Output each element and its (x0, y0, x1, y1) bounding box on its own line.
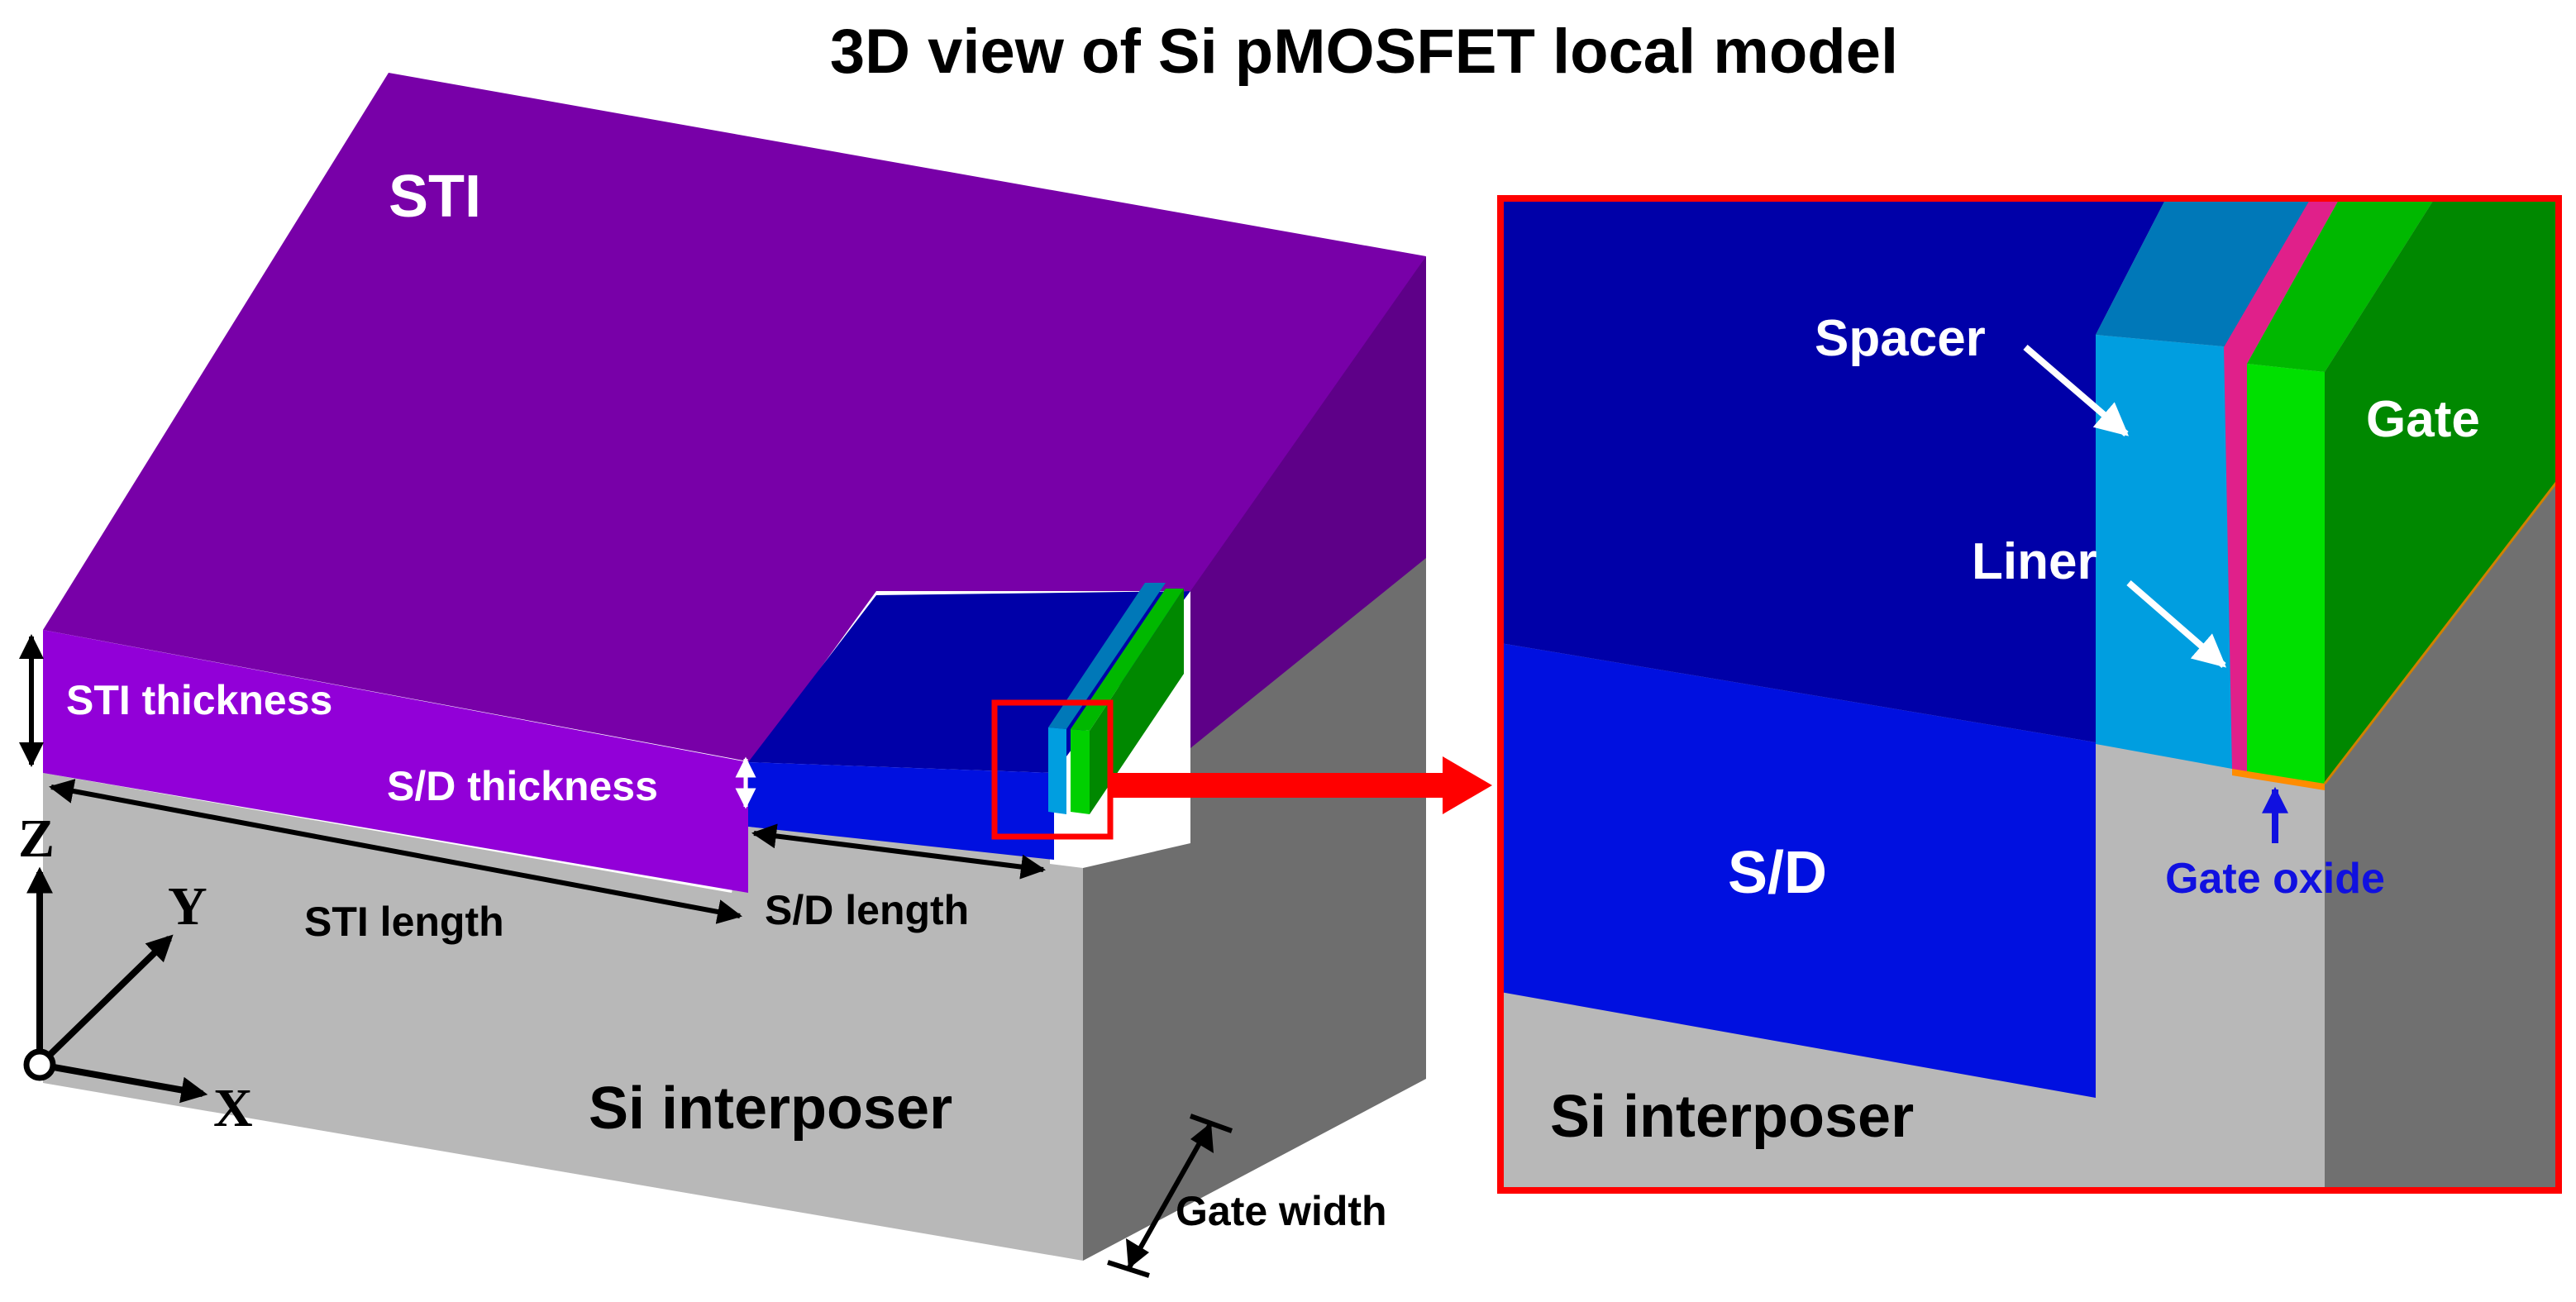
sti-thickness-label: STI thickness (66, 677, 332, 723)
zoom-inset (1500, 198, 2559, 1190)
main-3d-model (43, 73, 1492, 1261)
inset-frame (1497, 195, 2562, 1194)
inset-gate-front-face (2247, 364, 2325, 784)
x-axis (39, 1061, 208, 1104)
sd-length-dimension (751, 823, 1046, 880)
inset-gate-top-face (2247, 198, 2435, 372)
gate-top-strip (1071, 589, 1184, 731)
inset-sd-top-face (1500, 198, 2166, 742)
inset-gate-side-face (2325, 198, 2559, 784)
gate-width-dimension (1126, 1121, 1214, 1271)
gate-width-arrowhead-bottom (1126, 1238, 1149, 1269)
sti-side-face (1190, 256, 1426, 748)
spacer-front-strip (1048, 727, 1066, 814)
inset-si-interposer-label: Si interposer (1550, 1084, 1914, 1150)
inset-spacer-top-face (2096, 198, 2311, 347)
y-axis (37, 934, 174, 1067)
inset-spacer-pointer (2023, 344, 2130, 437)
sti-length-label: STI length (304, 899, 504, 945)
inset-sd-front-face (1500, 643, 2096, 1098)
inset-spacer-label: Spacer (1815, 310, 1986, 367)
inset-spacer-front-face (2096, 335, 2232, 769)
inset-si-side-face (2325, 479, 2559, 1190)
inset-liner-label: Liner (1972, 533, 2097, 590)
si-interposer-label: Si interposer (589, 1075, 952, 1142)
sd-thickness-label: S/D thickness (387, 763, 658, 809)
axis-triad: Z Y X (18, 808, 253, 1138)
inset-sd-label: S/D (1728, 840, 1827, 906)
spacer-top-strip (1048, 583, 1166, 729)
gate-front-strip (1071, 729, 1090, 814)
axis-origin (23, 1048, 56, 1081)
y-axis-label: Y (168, 876, 208, 937)
figure-title: 3D view of Si pMOSFET local model (830, 17, 1898, 87)
inset-gate-label: Gate (2366, 391, 2480, 448)
gate-width-label: Gate width (1176, 1188, 1387, 1234)
sd-length-label: S/D length (765, 887, 969, 933)
gate-width-arrowhead-top (1190, 1123, 1214, 1153)
sti-top-face (43, 73, 1426, 762)
sti-length-dimension (49, 779, 742, 924)
inset-liner (2224, 198, 2340, 777)
inset-gate-oxide-label: Gate oxide (2165, 855, 2385, 903)
zoom-arrow (1110, 756, 1492, 814)
z-axis-label: Z (18, 808, 55, 869)
x-axis-label: X (213, 1078, 253, 1138)
inset-gate-oxide (2232, 769, 2325, 790)
inset-liner-pointer (2126, 579, 2227, 669)
sti-label: STI (389, 164, 481, 230)
inset-gate-oxide-edge (2323, 479, 2559, 785)
zoom-callout-box (991, 699, 1114, 840)
